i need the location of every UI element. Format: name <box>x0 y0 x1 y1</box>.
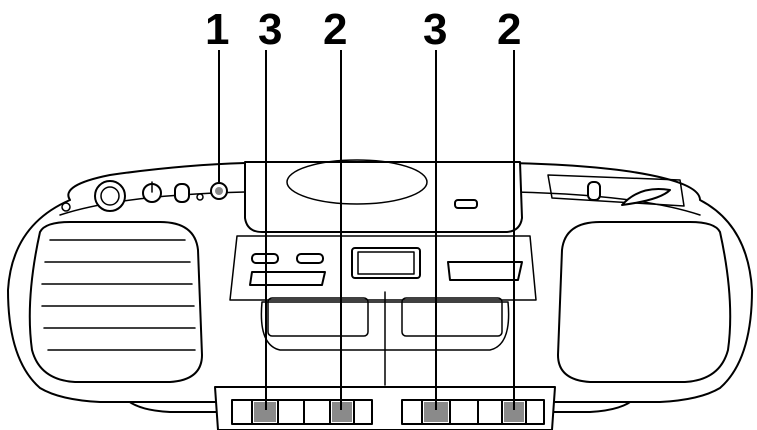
headphone-jack-icon[interactable] <box>210 182 228 200</box>
dial-icon[interactable] <box>94 180 126 212</box>
tuner-knob[interactable] <box>587 181 601 201</box>
callout-3-left: 3 <box>258 5 282 54</box>
speaker-grille-icon <box>41 239 196 351</box>
cd-window <box>286 159 428 205</box>
right-button-c[interactable] <box>449 399 479 425</box>
button-knob[interactable] <box>174 183 190 203</box>
small-jack <box>196 193 204 201</box>
display-window <box>351 247 421 279</box>
display-inner <box>357 251 415 275</box>
right-button-pause-fill <box>504 402 524 422</box>
left-button-record-fill <box>254 402 276 422</box>
center-panel <box>229 235 537 301</box>
right-speaker <box>557 221 732 383</box>
left-tape-window <box>249 271 326 286</box>
cassette-area <box>260 301 510 351</box>
left-button-pause-fill <box>332 402 352 422</box>
tuner-window <box>547 174 685 207</box>
right-cassette <box>401 297 503 337</box>
callout-2-left: 2 <box>323 5 347 54</box>
cd-lid <box>244 161 523 233</box>
small-indicator <box>61 202 71 212</box>
left-button-f[interactable] <box>353 399 373 425</box>
tuning-dial[interactable] <box>621 188 671 206</box>
callout-3-right: 3 <box>423 5 447 54</box>
left-button-c[interactable] <box>277 399 305 425</box>
power-icon[interactable] <box>142 181 162 203</box>
lid-open-button[interactable] <box>454 199 478 209</box>
left-speaker <box>28 221 203 383</box>
right-button-record-fill <box>424 402 448 422</box>
left-cassette <box>267 297 369 337</box>
left-button-a[interactable] <box>231 399 253 425</box>
left-button-d[interactable] <box>303 399 331 425</box>
mode-button-2[interactable] <box>296 253 324 264</box>
right-tape-window <box>447 261 523 281</box>
right-button-f[interactable] <box>525 399 545 425</box>
callout-1: 1 <box>205 5 229 54</box>
right-button-a[interactable] <box>401 399 423 425</box>
callout-2-right: 2 <box>497 5 521 54</box>
right-button-d[interactable] <box>477 399 503 425</box>
